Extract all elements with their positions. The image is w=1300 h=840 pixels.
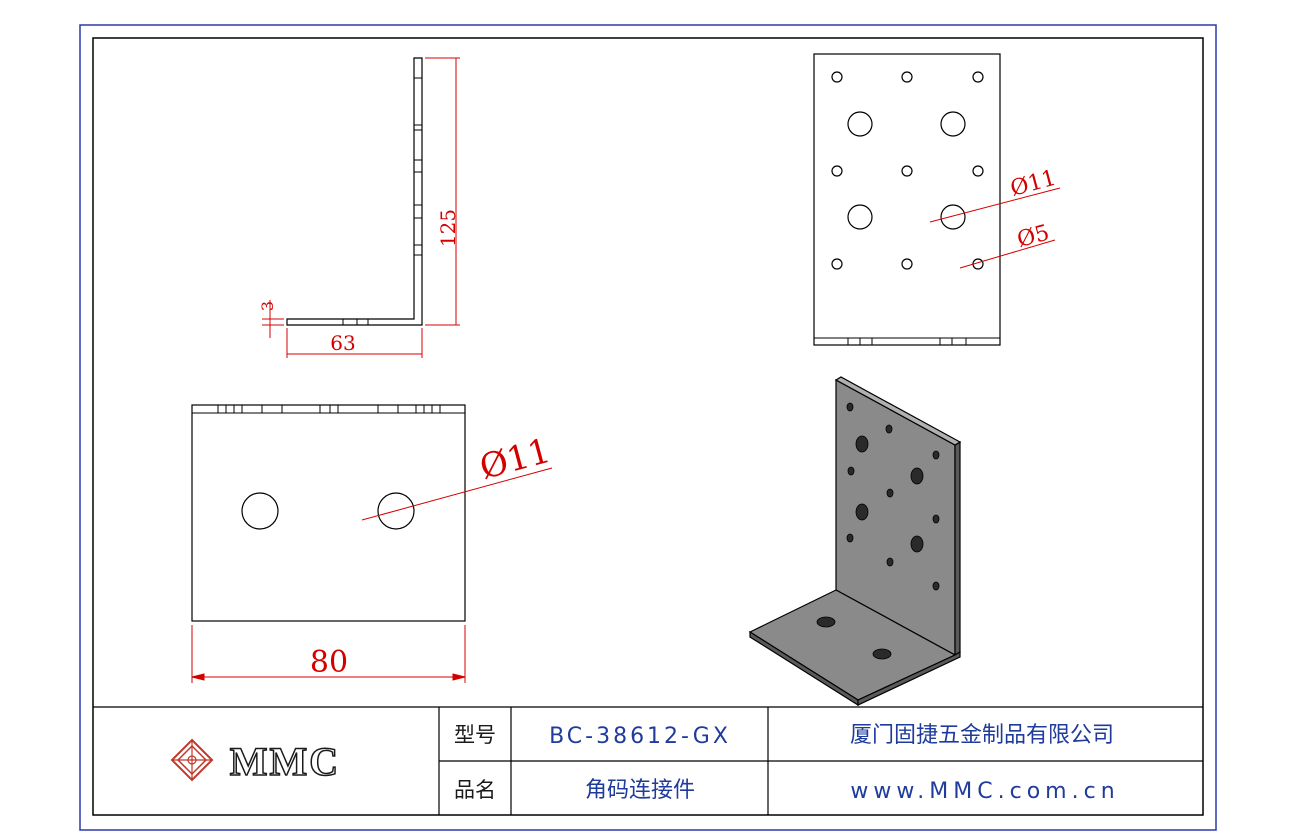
bottom-hole-dimension: Ø11 bbox=[476, 431, 555, 488]
inner-border bbox=[92, 37, 1204, 816]
model-label: 型号 bbox=[454, 723, 496, 747]
model-value: BC-38612-GX bbox=[549, 724, 731, 749]
side-profile bbox=[286, 57, 423, 326]
name-value: 角码连接件 bbox=[585, 778, 695, 803]
leg-dimension: 63 bbox=[330, 331, 355, 355]
large-holes bbox=[847, 111, 966, 230]
small-holes bbox=[831, 71, 984, 270]
width-dimension: 80 bbox=[310, 645, 348, 680]
bottom-hole-left bbox=[241, 492, 279, 530]
back-view bbox=[813, 53, 1061, 346]
side-view bbox=[262, 57, 460, 358]
thickness-dimension: 3 bbox=[258, 301, 277, 311]
bottom-hole-right bbox=[377, 492, 415, 530]
title-block bbox=[93, 706, 1203, 815]
height-dimension: 125 bbox=[436, 209, 460, 247]
back-small-hole-dimension: Ø5 bbox=[1015, 221, 1052, 253]
back-large-hole-dimension: Ø11 bbox=[1008, 166, 1059, 202]
company-name: 厦门固捷五金制品有限公司 bbox=[850, 723, 1114, 748]
name-label: 品名 bbox=[454, 778, 496, 802]
mmc-logo: MMC bbox=[170, 738, 340, 785]
outer-border bbox=[79, 24, 1217, 831]
company-website: www.MMC.com.cn bbox=[850, 779, 1119, 804]
bottom-plate-outline bbox=[191, 404, 466, 622]
bottom-view bbox=[191, 404, 553, 683]
logo-emblem bbox=[170, 738, 214, 782]
isometric-view bbox=[748, 376, 962, 707]
logo-text: MMC bbox=[230, 739, 340, 784]
back-plate-outline bbox=[813, 53, 1001, 346]
